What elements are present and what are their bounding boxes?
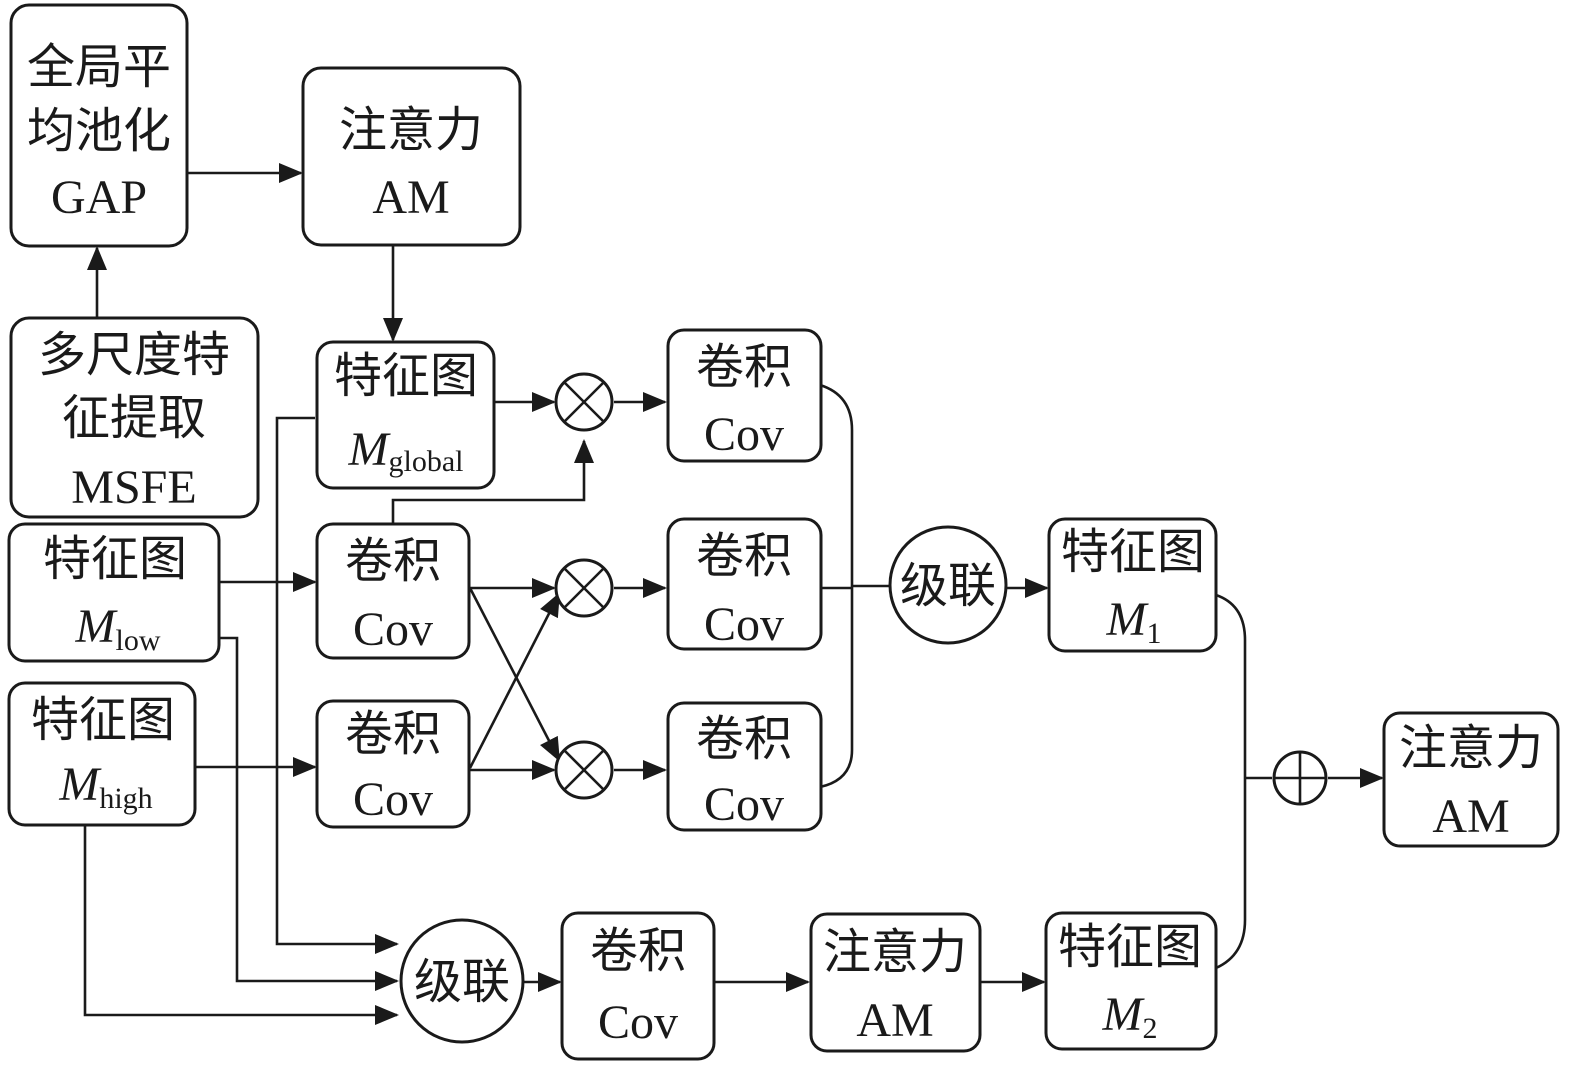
conv-a-line-1: 卷积 xyxy=(345,533,441,589)
fm-global-title: 特征图 xyxy=(334,348,478,404)
fm-low-box: 特征图 Mlow xyxy=(7,522,221,663)
conv-3-line-2: Cov xyxy=(704,778,784,831)
am-top-line-1: 注意力 xyxy=(339,102,483,158)
bracket-conv-merge xyxy=(819,383,854,789)
fm-high-box: 特征图 Mhigh xyxy=(7,681,197,827)
multiply-op-3 xyxy=(554,740,614,800)
msfe-line-2: 征提取 xyxy=(62,390,206,446)
am-right-line-1: 注意力 xyxy=(1399,720,1543,776)
concat-bot-node: 级联 xyxy=(399,918,525,1044)
conv-bot-line-1: 卷积 xyxy=(590,923,686,979)
arrow-conva-to-mul3 xyxy=(468,587,561,762)
gap-box: 全局平 均池化 GAP xyxy=(9,3,189,248)
conv-bot-line-2: Cov xyxy=(598,996,678,1049)
fm-low-title: 特征图 xyxy=(43,531,187,587)
conv-b-box: 卷积 Cov xyxy=(315,699,471,829)
concat-mid-label: 级联 xyxy=(900,558,996,614)
am-bot-box: 注意力 AM xyxy=(809,912,982,1053)
conv-bot-box: 卷积 Cov xyxy=(560,911,716,1061)
arrow-convb-to-mul2 xyxy=(468,592,561,769)
conv-b-line-1: 卷积 xyxy=(345,706,441,762)
bracket-m1-m2-merge xyxy=(1215,593,1247,970)
conv-1-box: 卷积 Cov xyxy=(666,328,823,463)
am-bot-line-1: 注意力 xyxy=(823,924,967,980)
gap-line-1: 全局平 xyxy=(27,39,171,95)
conv-a-line-2: Cov xyxy=(353,603,433,656)
concat-mid-node: 级联 xyxy=(888,525,1008,645)
arrow-mlow-to-concatbot xyxy=(219,636,399,991)
conv-2-line-1: 卷积 xyxy=(696,528,792,584)
gap-line-3: GAP xyxy=(51,171,147,224)
fm-m1-title: 特征图 xyxy=(1061,524,1205,580)
fm-high-symbol: Mhigh xyxy=(58,758,152,815)
gap-line-2: 均池化 xyxy=(27,103,171,159)
am-top-line-2: AM xyxy=(372,171,449,224)
arrow-mglobal-to-concatbot xyxy=(275,416,399,954)
fm-m2-symbol: M2 xyxy=(1102,988,1158,1045)
conv-2-box: 卷积 Cov xyxy=(666,517,823,651)
multiply-op-2 xyxy=(554,558,614,618)
arrow-conva-to-mul1 xyxy=(391,439,594,524)
conv-1-line-2: Cov xyxy=(704,408,784,461)
fm-low-symbol: Mlow xyxy=(75,600,161,657)
fm-m1-symbol: M1 xyxy=(1106,593,1162,650)
conv-2-line-2: Cov xyxy=(704,598,784,651)
conv-a-box: 卷积 Cov xyxy=(315,522,471,660)
add-op xyxy=(1272,750,1328,806)
am-right-line-2: AM xyxy=(1432,790,1509,843)
am-right-box: 注意力 AM xyxy=(1382,711,1560,848)
concat-bot-label: 级联 xyxy=(414,954,510,1010)
am-top-box: 注意力 AM xyxy=(301,66,522,247)
fm-m2-box: 特征图 M2 xyxy=(1044,911,1218,1051)
fm-global-symbol: Mglobal xyxy=(348,423,464,478)
fm-m1-box: 特征图 M1 xyxy=(1047,517,1218,653)
conv-3-line-1: 卷积 xyxy=(696,711,792,767)
connectors xyxy=(83,163,1384,1025)
multiply-op-1 xyxy=(554,372,614,432)
fm-m2-title: 特征图 xyxy=(1058,919,1202,975)
msfe-line-3: MSFE xyxy=(71,461,196,514)
am-bot-line-2: AM xyxy=(856,994,933,1047)
arrow-mhigh-to-concatbot xyxy=(83,826,399,1025)
conv-3-box: 卷积 Cov xyxy=(666,701,823,832)
fm-high-title: 特征图 xyxy=(31,692,175,748)
msfe-line-1: 多尺度特 xyxy=(38,327,230,383)
conv-b-line-2: Cov xyxy=(353,773,433,826)
msfe-box: 多尺度特 征提取 MSFE xyxy=(9,316,260,519)
conv-1-line-1: 卷积 xyxy=(696,339,792,395)
fm-global-box: 特征图 Mglobal xyxy=(315,340,496,490)
